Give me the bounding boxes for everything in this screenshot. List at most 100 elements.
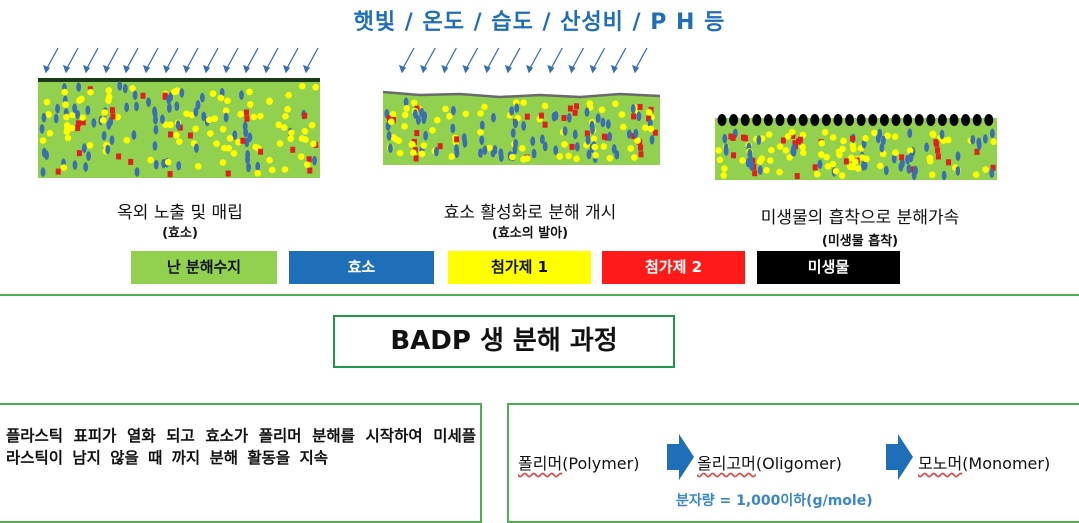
enzyme-particle (817, 159, 823, 170)
additive-1-particle (606, 154, 614, 162)
enzyme-particle (513, 138, 518, 149)
enzyme-particle (498, 152, 504, 163)
enzyme-particle (161, 158, 167, 169)
sunlight-arrow (613, 47, 627, 71)
sunlight-arrowhead (420, 64, 428, 74)
sunlight-arrow (245, 47, 259, 71)
enzyme-particle (521, 121, 527, 131)
additive-1-particle (523, 155, 531, 162)
enzyme-particle (539, 134, 545, 145)
additive-2-particle (258, 148, 264, 155)
additive-2-particle (290, 146, 296, 153)
additive-1-particle (836, 151, 843, 159)
enzyme-particle (955, 166, 961, 176)
additive-1-particle (129, 85, 136, 92)
enzyme-particle (117, 81, 123, 91)
enzyme-particle (41, 112, 47, 123)
additive-1-particle (541, 102, 549, 110)
additive-1-particle (634, 137, 641, 144)
sunlight-arrowhead (282, 64, 291, 74)
enzyme-particle (989, 128, 995, 139)
enzyme-particle (176, 160, 182, 171)
enzyme-particle (39, 124, 45, 134)
additive-1-particle (403, 105, 410, 112)
enzyme-particle (200, 92, 205, 103)
additive-2-particle (302, 112, 308, 119)
additive-1-particle (401, 123, 408, 130)
additive-1-particle (520, 99, 527, 106)
microbe-particle (926, 114, 936, 126)
sunlight-arrowhead (162, 64, 171, 74)
microbe-particle (787, 114, 797, 126)
additive-2-particle (76, 150, 82, 157)
sunlight-arrow (549, 47, 563, 71)
additive-2-particle (561, 114, 567, 121)
microbe-particle (903, 114, 913, 126)
additive-1-particle (715, 147, 722, 154)
additive-1-particle (87, 88, 94, 96)
additive-1-particle (254, 169, 262, 177)
enzyme-particle (891, 153, 897, 164)
additive-1-particle (401, 111, 409, 119)
additive-1-particle (303, 161, 311, 168)
additive-1-particle (45, 111, 52, 118)
enzyme-particle (105, 144, 111, 155)
sunlight-arrow (285, 47, 299, 71)
additive-1-particle (101, 109, 108, 116)
enzyme-particle (388, 143, 393, 153)
panel-microbe-adsorption (715, 114, 997, 181)
additive-2-particle (75, 120, 81, 127)
additive-1-particle (838, 172, 846, 179)
microbe-particle (961, 114, 971, 126)
enzyme-particle (247, 132, 253, 143)
additive-1-particle (800, 149, 807, 157)
additive-2-particle (413, 155, 419, 162)
additive-1-particle (213, 140, 220, 147)
additive-1-particle (217, 94, 225, 102)
enzyme-particle (76, 82, 82, 92)
microbe-particle (972, 114, 982, 126)
enzyme-particle (479, 135, 485, 145)
sunlight-arrow (422, 47, 436, 71)
additive-1-particle (462, 110, 470, 118)
additive-2-particle (646, 115, 652, 122)
additive-1-particle (226, 135, 234, 142)
additive-1-particle (219, 159, 227, 166)
enzyme-particle (124, 102, 130, 113)
additive-2-particle (850, 135, 856, 142)
additive-2-particle (935, 147, 941, 154)
enzyme-particle (906, 164, 912, 174)
sunlight-arrow (65, 47, 79, 71)
microbe-particle (821, 114, 831, 126)
microbe-particle (752, 114, 762, 126)
flow-polymer: 폴리머(Polymer) (518, 454, 640, 473)
enzyme-particle (749, 161, 755, 171)
enzyme-particle (194, 143, 199, 153)
additive-2-particle (812, 164, 818, 171)
additive-1-particle (167, 121, 174, 129)
additive-1-particle (246, 88, 253, 96)
additive-1-particle (396, 149, 404, 157)
additive-2-particle (128, 158, 134, 165)
sunlight-arrowhead (568, 64, 576, 74)
additive-1-particle (477, 110, 484, 117)
enzyme-particle (562, 126, 568, 136)
additive-1-particle (839, 145, 846, 153)
enzyme-particle (134, 167, 140, 177)
enzyme-particle (898, 162, 904, 172)
additive-1-particle (799, 143, 806, 151)
panel-1-caption: 옥외 노출 및 매립 (117, 203, 243, 223)
sunlight-arrowhead (202, 64, 211, 74)
sunlight-arrowhead (182, 64, 191, 74)
additive-1-particle (409, 141, 416, 148)
enzyme-particle (879, 142, 885, 153)
enzyme-particle (195, 100, 201, 110)
additive-1-particle (847, 154, 855, 162)
microbe-particle (798, 114, 808, 126)
additive-1-particle (556, 153, 564, 160)
additive-1-particle (647, 125, 655, 133)
additive-1-particle (862, 135, 869, 142)
additive-1-particle (392, 135, 400, 143)
enzyme-particle (152, 141, 158, 151)
additive-2-particle (177, 124, 183, 131)
